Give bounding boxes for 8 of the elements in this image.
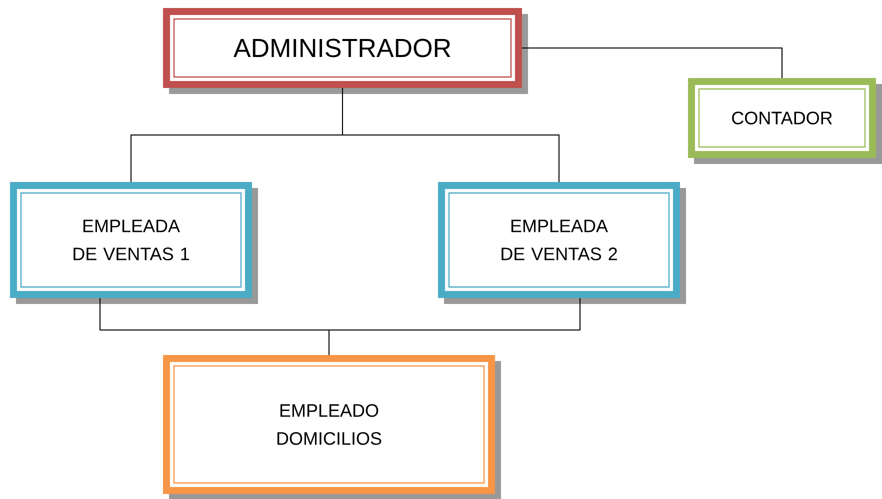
connector-line (342, 88, 560, 182)
org-box: ADMINISTRADOR (163, 8, 528, 94)
org-box: CONTADOR (688, 78, 882, 164)
org-box: EMPLEADO DOMICILIOS (163, 355, 501, 499)
org-box: EMPLEADA DE VENTAS 1 (10, 182, 258, 304)
connector-line (328, 298, 580, 356)
connector-line (522, 48, 782, 78)
org-box: EMPLEADA DE VENTAS 2 (438, 182, 686, 304)
